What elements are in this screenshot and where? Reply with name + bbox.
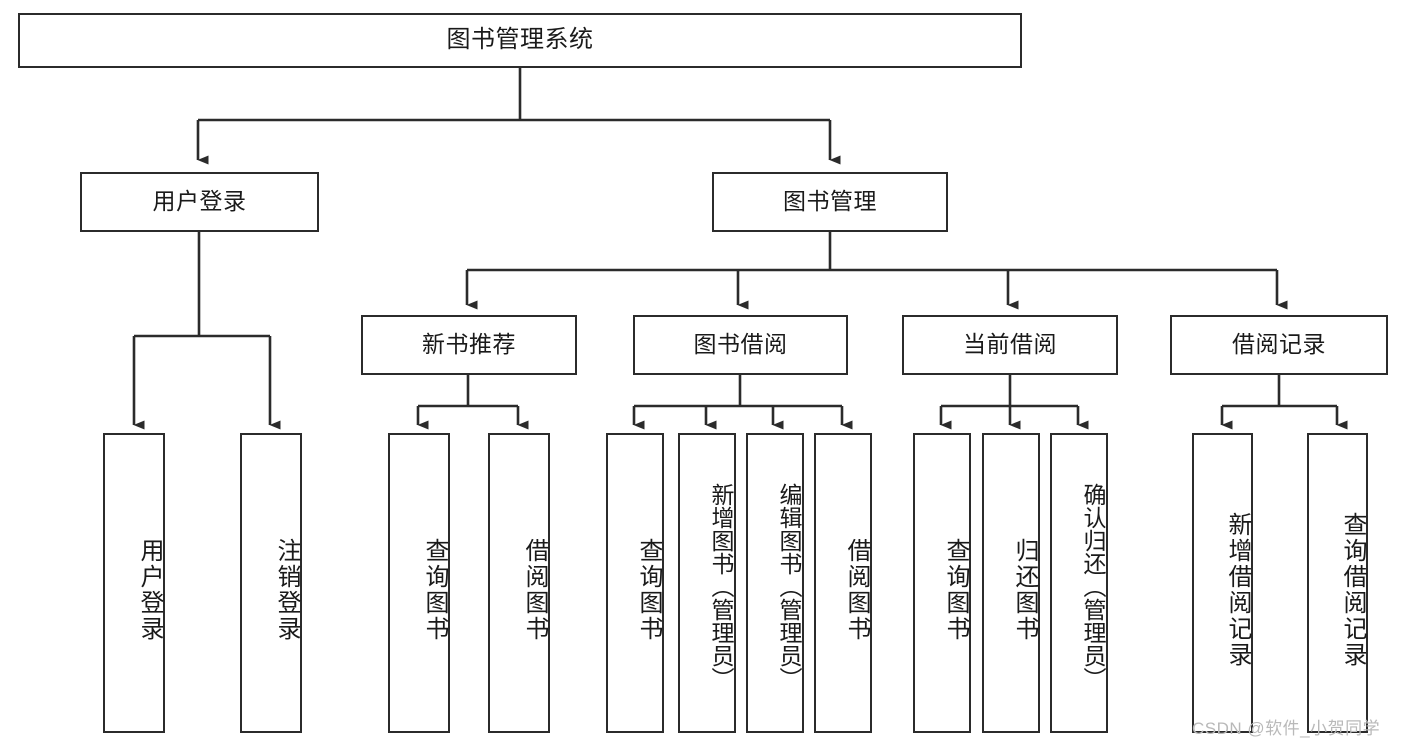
node-leaf-query-book-borrow[interactable]: 查询图书 bbox=[606, 433, 664, 733]
node-leaf-edit-book-admin[interactable]: 编辑图书（管理员） bbox=[746, 433, 804, 733]
node-leaf-return-book[interactable]: 归还图书 bbox=[982, 433, 1040, 733]
watermark-text: CSDN @软件_小贺同学 bbox=[1192, 719, 1381, 738]
node-leaf-query-book-recommendation[interactable]: 查询图书 bbox=[388, 433, 450, 733]
node-leaf-borrow-book-recommendation[interactable]: 借阅图书 bbox=[488, 433, 550, 733]
node-book-borrow[interactable]: 图书借阅 bbox=[633, 315, 848, 375]
node-leaf-add-borrow-record[interactable]: 新增借阅记录 bbox=[1192, 433, 1253, 733]
node-book-manage[interactable]: 图书管理 bbox=[712, 172, 948, 232]
node-root[interactable]: 图书管理系统 bbox=[18, 13, 1022, 68]
node-leaf-user-login[interactable]: 用户登录 bbox=[103, 433, 165, 733]
node-leaf-borrow-book-borrow[interactable]: 借阅图书 bbox=[814, 433, 872, 733]
node-new-book-recommendation[interactable]: 新书推荐 bbox=[361, 315, 577, 375]
node-leaf-user-logout[interactable]: 注销登录 bbox=[240, 433, 302, 733]
node-leaf-query-book-current[interactable]: 查询图书 bbox=[913, 433, 971, 733]
node-leaf-query-borrow-record[interactable]: 查询借阅记录 bbox=[1307, 433, 1368, 733]
node-leaf-add-book-admin[interactable]: 新增图书（管理员） bbox=[678, 433, 736, 733]
node-leaf-confirm-return-admin[interactable]: 确认归还（管理员） bbox=[1050, 433, 1108, 733]
node-borrow-record[interactable]: 借阅记录 bbox=[1170, 315, 1388, 375]
node-user-login[interactable]: 用户登录 bbox=[80, 172, 319, 232]
node-current-borrow[interactable]: 当前借阅 bbox=[902, 315, 1118, 375]
